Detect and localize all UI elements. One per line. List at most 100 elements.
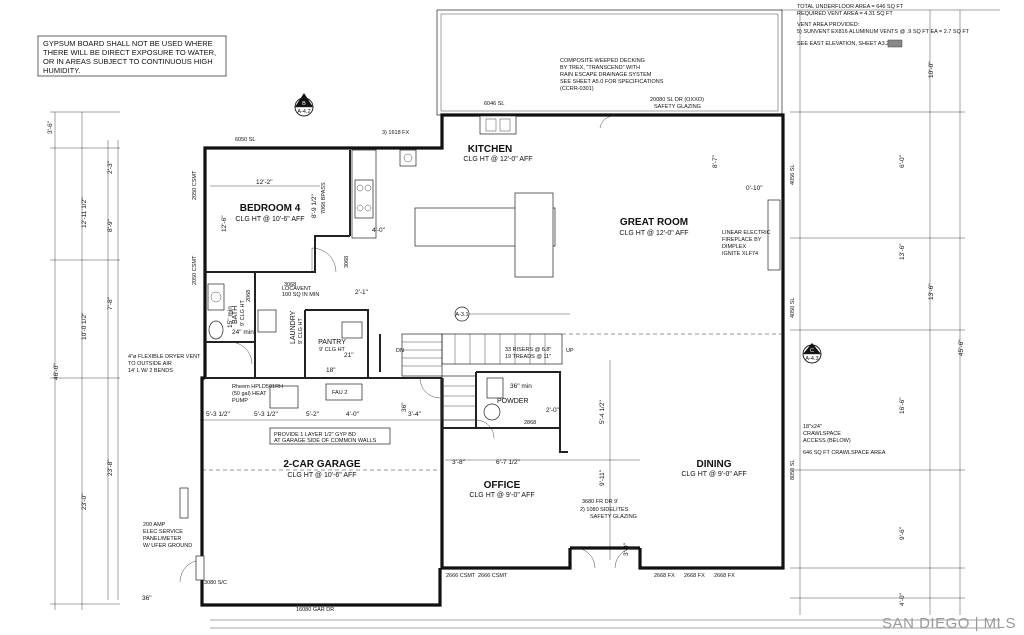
- svg-text:FIREPLACE BY: FIREPLACE BY: [722, 237, 762, 243]
- svg-text:CRAWLSPACE: CRAWLSPACE: [803, 431, 841, 437]
- svg-text:12'-2": 12'-2": [256, 179, 273, 186]
- svg-text:5'-2": 5'-2": [306, 411, 320, 418]
- bath-fixtures: [207, 283, 504, 421]
- svg-text:ACCESS (BELOW): ACCESS (BELOW): [803, 438, 851, 444]
- svg-text:3) 1618 FX: 3) 1618 FX: [382, 130, 410, 136]
- decking-note: COMPOSITE WEEPED DECKING BY TREX, "TRANS…: [560, 58, 664, 92]
- svg-text:36": 36": [142, 595, 152, 602]
- svg-text:ELEC SERVICE: ELEC SERVICE: [143, 529, 183, 535]
- svg-text:6'-7 1/2": 6'-7 1/2": [496, 459, 520, 466]
- svg-text:(50 gal) HEAT: (50 gal) HEAT: [232, 391, 267, 397]
- svg-text:2068: 2068: [246, 290, 252, 302]
- svg-text:9' CLG HT: 9' CLG HT: [298, 318, 304, 344]
- svg-text:SEE SHEET A5.0 FOR SPECIFICATI: SEE SHEET A5.0 FOR SPECIFICATIONS: [560, 79, 664, 85]
- svg-text:100 SQ IN MIN: 100 SQ IN MIN: [282, 292, 319, 298]
- svg-text:33 RISERS @ 6.8": 33 RISERS @ 6.8": [505, 347, 551, 353]
- dryer-vent-note: 4"ø FLEXIBLE DRYER VENT TO OUTSIDE AIR 1…: [128, 354, 201, 374]
- svg-text:OR IN AREAS SUBJECT TO CONTINU: OR IN AREAS SUBJECT TO CONTINUOUS HIGH: [43, 57, 213, 66]
- svg-text:36": 36": [401, 402, 408, 412]
- svg-text:9' CLG HT: 9' CLG HT: [240, 300, 246, 326]
- fau-label: FAU 2: [332, 390, 347, 396]
- laundry-vent-note: LOCAVENT 100 SQ IN MIN: [282, 286, 319, 298]
- svg-text:3680 FR DR 9': 3680 FR DR 9': [582, 499, 618, 505]
- svg-text:CLG HT @ 9'-0" AFF: CLG HT @ 9'-0" AFF: [469, 492, 534, 499]
- office-door-note: 3680 FR DR 9' 2) 1080 SIDELITES SAFETY G…: [580, 499, 637, 520]
- svg-text:IGNITE XLF74: IGNITE XLF74: [722, 251, 758, 257]
- svg-text:A-4.3: A-4.3: [805, 356, 818, 362]
- svg-text:10'-0": 10'-0": [928, 61, 935, 78]
- svg-text:4050 SL: 4050 SL: [790, 298, 796, 319]
- svg-text:2668 FX: 2668 FX: [714, 573, 735, 579]
- svg-text:646 SQ FT CRAWLSPACE AREA: 646 SQ FT CRAWLSPACE AREA: [803, 450, 886, 456]
- room-office: OFFICE CLG HT @ 9'-0" AFF: [469, 480, 534, 499]
- section-marker-b: B A-4.2: [294, 93, 314, 117]
- watermark: SAN DIEGO | MLS: [882, 615, 1015, 632]
- svg-text:4056 SL: 4056 SL: [790, 165, 796, 186]
- svg-text:LAUNDRY: LAUNDRY: [290, 310, 297, 344]
- room-great-room: GREAT ROOM CLG HT @ 12'-0" AFF: [619, 217, 688, 237]
- dimension-lines: [50, 9, 1000, 629]
- svg-text:UP: UP: [566, 348, 574, 354]
- svg-text:LOCAVENT: LOCAVENT: [282, 286, 312, 292]
- stair-note: 33 RISERS @ 6.8" 19 TREADS @ 11" UP DN: [396, 347, 574, 360]
- svg-text:9' CLG HT: 9' CLG HT: [319, 347, 345, 353]
- svg-text:PANTRY: PANTRY: [318, 339, 346, 346]
- svg-text:10'-0 1/2": 10'-0 1/2": [81, 312, 88, 340]
- room-garage: 2-CAR GARAGE CLG HT @ 10'-6" AFF: [283, 459, 361, 479]
- svg-text:6046 SL: 6046 SL: [484, 101, 505, 107]
- svg-text:12'-11 1/2": 12'-11 1/2": [81, 197, 88, 228]
- svg-text:9'-6": 9'-6": [899, 526, 906, 540]
- svg-text:TO OUTSIDE AIR: TO OUTSIDE AIR: [128, 361, 172, 367]
- entry-door-label: 3080 S/C: [204, 580, 227, 586]
- svg-text:5'-3 1/2": 5'-3 1/2": [254, 411, 278, 418]
- svg-text:18": 18": [326, 367, 336, 374]
- svg-text:4"ø FLEXIBLE DRYER VENT: 4"ø FLEXIBLE DRYER VENT: [128, 354, 201, 360]
- section-marker-s1: A-3.1: [454, 306, 570, 322]
- room-bath: BATH 9' CLG HT: [232, 300, 246, 326]
- svg-text:19 TREADS @ 11": 19 TREADS @ 11": [505, 354, 551, 360]
- crawlspace-note: 18"x24" CRAWLSPACE ACCESS (BELOW) 646 SQ…: [803, 424, 886, 456]
- svg-text:5) SUNVENT EX816 ALUMINUM VENT: 5) SUNVENT EX816 ALUMINUM VENTS @ .9 SQ …: [797, 29, 970, 35]
- dimension-labels: 46'-0" 45'-6" 3'-6" 12'-11 1/2" 10'-0 1/…: [47, 61, 965, 606]
- svg-text:TOTAL UNDERFLOOR AREA = 646 SQ: TOTAL UNDERFLOOR AREA = 646 SQ FT: [797, 4, 904, 10]
- svg-text:THERE WILL BE DIRECT EXPOSURE: THERE WILL BE DIRECT EXPOSURE TO WATER,: [43, 48, 216, 57]
- svg-text:6'-0": 6'-0": [899, 154, 906, 168]
- exterior-walls: [200, 113, 785, 607]
- svg-text:VENT AREA PROVIDED:: VENT AREA PROVIDED:: [797, 22, 860, 28]
- svg-text:GYPSUM BOARD SHALL NOT BE USED: GYPSUM BOARD SHALL NOT BE USED WHERE: [43, 39, 213, 48]
- svg-text:7'-8": 7'-8": [107, 296, 114, 310]
- room-bedroom-4: BEDROOM 4 CLG HT @ 10'-6" AFF: [235, 203, 304, 223]
- svg-text:SEE EAST ELEVATION, SHEET A3.2: SEE EAST ELEVATION, SHEET A3.2: [797, 41, 889, 47]
- svg-text:3'-8": 3'-8": [452, 459, 466, 466]
- svg-text:46'-0": 46'-0": [53, 363, 60, 380]
- svg-text:2868: 2868: [524, 420, 536, 426]
- svg-text:B: B: [302, 101, 306, 107]
- svg-text:200 AMP: 200 AMP: [143, 522, 166, 528]
- svg-text:13'-6": 13'-6": [899, 243, 906, 260]
- svg-text:18"x24": 18"x24": [803, 424, 822, 430]
- svg-text:2) 1080 SIDELITES: 2) 1080 SIDELITES: [580, 507, 629, 513]
- slider-top-label: 20080 SL DR (OXXO): [650, 97, 704, 103]
- svg-text:2'-0": 2'-0": [546, 407, 560, 414]
- svg-text:8050 SL: 8050 SL: [790, 460, 796, 481]
- kitchen-fixtures: [351, 115, 556, 278]
- svg-text:(CCRR-0301): (CCRR-0301): [560, 86, 594, 92]
- svg-text:3068: 3068: [344, 256, 350, 268]
- svg-text:14' L W/ 2 BENDS: 14' L W/ 2 BENDS: [128, 368, 173, 374]
- svg-text:2'-3": 2'-3": [107, 160, 114, 174]
- svg-text:DIMPLEX: DIMPLEX: [722, 244, 746, 250]
- svg-text:4'-0": 4'-0": [346, 411, 360, 418]
- svg-text:45'-6": 45'-6": [958, 339, 965, 356]
- svg-text:DN: DN: [396, 348, 404, 354]
- svg-text:CLG HT @ 9'-0" AFF: CLG HT @ 9'-0" AFF: [681, 471, 746, 478]
- svg-text:BATH: BATH: [232, 306, 239, 324]
- doors: [179, 115, 636, 583]
- garage-wall-note: PROVIDE 1 LAYER 1/2" GYP BD AT GARAGE SI…: [274, 432, 377, 444]
- svg-text:3'-6": 3'-6": [47, 120, 54, 134]
- window-tags: 6050 SL 3) 1618 FX 6046 SL 2050 CSMT 205…: [192, 101, 796, 579]
- svg-text:BY TREX, "TRANSCEND" WITH: BY TREX, "TRANSCEND" WITH: [560, 65, 640, 71]
- svg-text:KITCHEN: KITCHEN: [468, 144, 512, 155]
- svg-text:2050 CSMT: 2050 CSMT: [192, 255, 198, 285]
- svg-text:2050 CSMT: 2050 CSMT: [192, 170, 198, 200]
